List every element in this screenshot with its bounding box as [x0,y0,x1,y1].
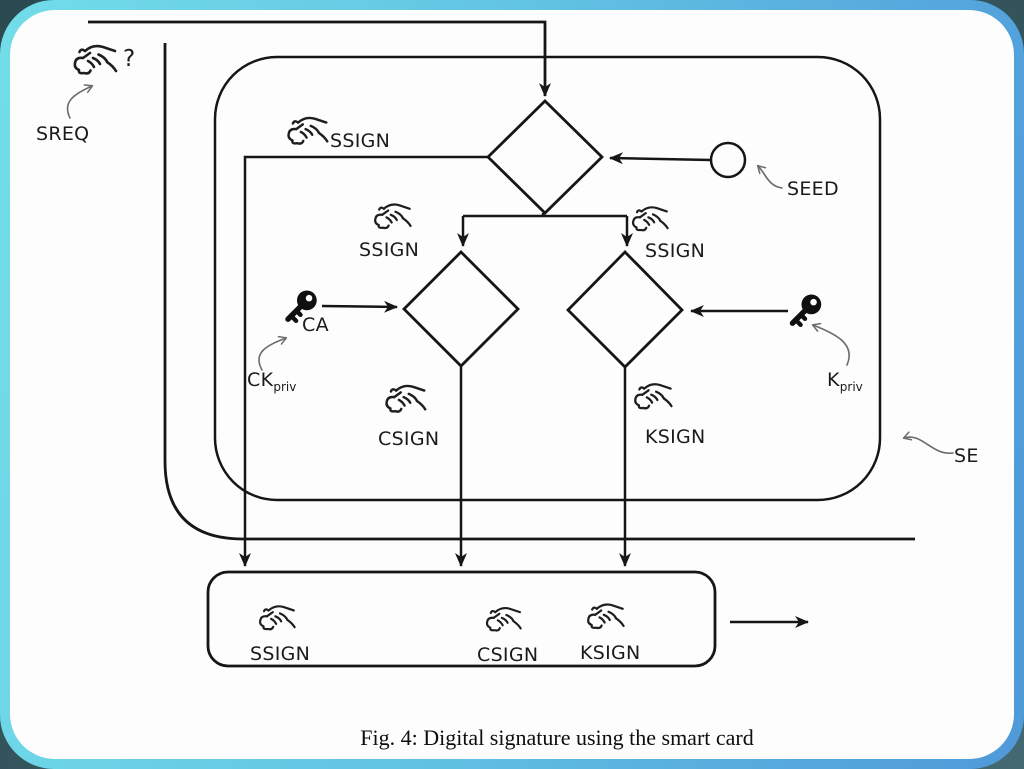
top-input-line [88,20,551,97]
ssign-output-line [239,155,488,567]
label-ssign-left: SSIGN [359,239,420,261]
figure-caption: Fig. 4: Digital signature using the smar… [360,725,754,750]
label-out-ssign: SSIGN [250,643,311,665]
label-question-mark: ? [123,46,136,72]
handshake-icon-csign [385,384,427,413]
label-out-csign: CSIGN [477,644,539,666]
handshake-icon-request [73,44,118,75]
label-csign: CSIGN [378,428,440,450]
label-k-priv: Kpriv [827,369,863,394]
outer-bypass-line [163,43,915,541]
ck-priv-leader-arrow [258,335,288,371]
handshake-icon-ssign-left [373,203,412,230]
handshake-icon-out-csign [485,606,522,632]
handshake-icon-ssign-right [631,206,669,232]
se-leader-arrow [902,431,954,454]
seed-arrow [609,152,712,165]
label-se: SE [954,445,979,467]
se-boundary [213,55,882,502]
k-priv-base: K [827,369,840,391]
label-ca: CA [302,314,329,336]
label-sreq: SREQ [36,123,90,145]
ca-key-arrow [321,300,398,313]
k-priv-leader-arrow [811,322,850,366]
ck-priv-sub: priv [273,380,297,394]
handshake-icon-ssign-top [287,116,329,145]
handshake-icon-out-ksign [586,603,625,630]
label-ssign-right: SSIGN [645,240,706,262]
top-diamond [486,99,604,215]
k-priv-sub: priv [839,380,863,394]
sreq-leader-arrow [66,84,94,119]
ck-priv-base: CK [247,369,274,391]
label-out-ksign: KSIGN [580,642,641,664]
label-seed: SEED [787,178,839,200]
label-ck-priv: CKpriv [247,369,296,394]
label-ssign-top: SSIGN [330,130,391,152]
label-ksign: KSIGN [645,426,706,448]
key-icon-k-priv [793,294,822,324]
seed-leader-arrow [756,164,783,189]
left-diamond [402,250,520,368]
seed-circle [709,141,747,179]
right-diamond [566,250,684,369]
handshake-icon-ksign [633,382,673,410]
handshake-icon-out-ssign [258,605,296,631]
output-box [206,570,717,668]
